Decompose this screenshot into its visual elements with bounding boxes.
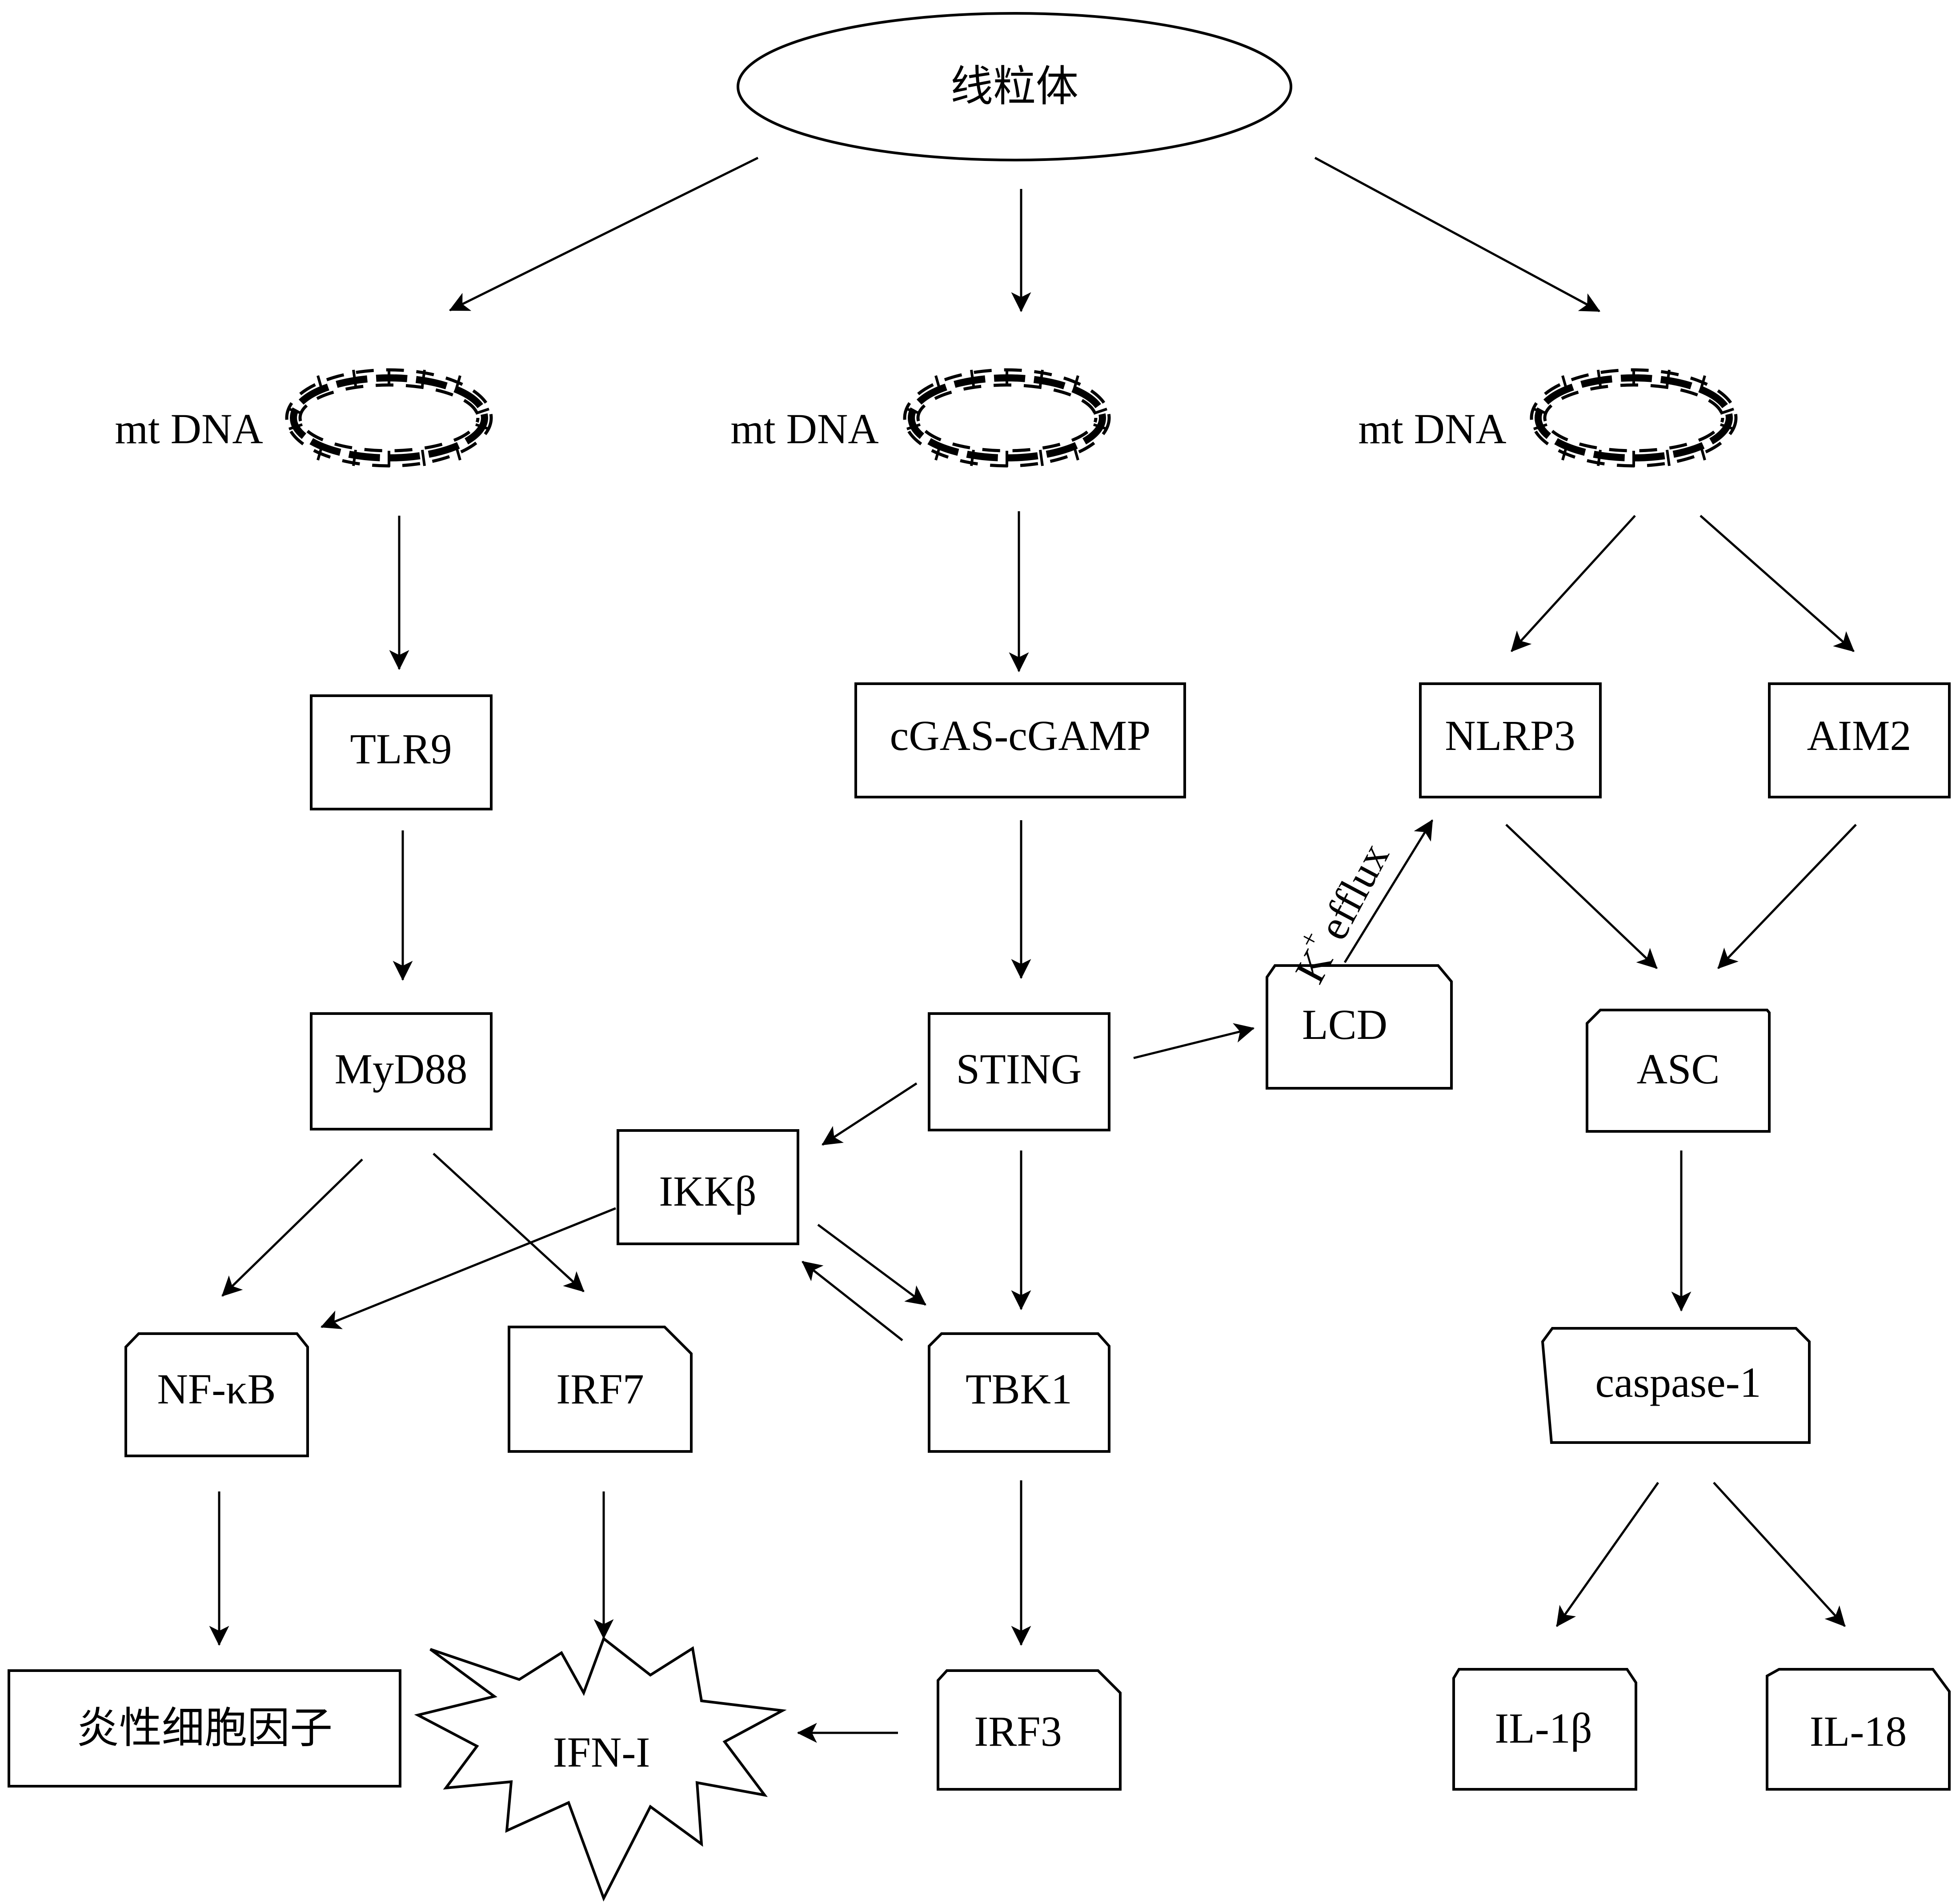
cgas-label: cGAS-cGAMP (890, 712, 1151, 759)
nfkb-node: NF-κB (124, 1332, 309, 1457)
dna-helix-icon (287, 369, 491, 467)
irf7-label: IRF7 (556, 1365, 644, 1413)
lcd-label: LCD (1302, 1001, 1387, 1048)
ikkb-node: IKKβ (617, 1129, 799, 1245)
aim2-label: AIM2 (1807, 712, 1912, 759)
il18-label: IL-18 (1810, 1708, 1907, 1755)
nfkb-label: NF-κB (157, 1365, 276, 1413)
edge-lcd-to-nlrp3-k-efflux (1343, 819, 1434, 963)
cytokines-node: 炎性细胞因子 (8, 1669, 401, 1788)
tlr9-label: TLR9 (350, 725, 452, 773)
mtdna-middle-node: mt DNA (730, 369, 1109, 467)
edge-aim2-to-asc (1717, 824, 1857, 969)
nodes: 线粒体 mt DNA mt DNA mt DNA TLR9 MyD88 NF-κ (8, 12, 1951, 1902)
irf3-label: IRF3 (974, 1708, 1062, 1755)
irf7-node: IRF7 (508, 1326, 693, 1453)
mtdna-left-node: mt DNA (115, 369, 491, 467)
caspase1-label: caspase-1 (1595, 1359, 1761, 1406)
edge-mtdna-to-nlrp3 (1511, 515, 1636, 652)
lcd-node: LCD (1266, 964, 1453, 1090)
dna-helix-icon (905, 369, 1109, 467)
asc-node: ASC (1586, 1009, 1771, 1133)
il1b-label: IL-1β (1495, 1704, 1592, 1752)
mtdna-middle-label: mt DNA (730, 405, 878, 453)
ifn-node: IFN-I (414, 1636, 787, 1902)
cytokines-label: 炎性细胞因子 (76, 1704, 333, 1752)
edge-mtdna-to-aim2 (1699, 515, 1855, 652)
nlrp3-node: NLRP3 (1419, 682, 1602, 798)
irf3-node: IRF3 (937, 1669, 1122, 1791)
ifn-label: IFN-I (553, 1728, 650, 1776)
il1b-node: IL-1β (1452, 1668, 1637, 1791)
myd88-label: MyD88 (335, 1045, 468, 1093)
tlr9-node: TLR9 (310, 694, 493, 810)
edge-ikkb-to-nfkb (320, 1207, 616, 1329)
edge-nlrp3-to-asc (1505, 824, 1658, 969)
sting-label: STING (956, 1045, 1082, 1093)
mitochondria-node: 线粒体 (737, 12, 1292, 161)
dna-helix-icon (1531, 369, 1736, 467)
edge-mito-to-mtdna-right (1314, 156, 1600, 313)
edges (209, 156, 1857, 1743)
mtdna-right-node: mt DNA (1358, 369, 1736, 467)
edge-myd88-to-irf7 (433, 1153, 585, 1292)
edge-caspase1-to-il18 (1713, 1482, 1846, 1627)
edge-myd88-to-nfkb (221, 1158, 363, 1297)
caspase1-node: caspase-1 (1541, 1327, 1811, 1444)
edge-caspase1-to-il1b (1555, 1482, 1659, 1627)
ikkb-label: IKKβ (659, 1167, 756, 1215)
sting-node: STING (928, 1012, 1110, 1131)
aim2-node: AIM2 (1768, 682, 1951, 798)
edge-ikkb-to-tbk1 (817, 1223, 926, 1306)
k-efflux-text: efflux (1309, 835, 1398, 947)
edge-tbk1-to-ikkb (802, 1261, 903, 1341)
il18-node: IL-18 (1766, 1668, 1951, 1791)
edge-sting-to-ikkb (822, 1082, 918, 1146)
asc-label: ASC (1637, 1045, 1720, 1093)
cgas-node: cGAS-cGAMP (854, 682, 1186, 798)
tbk1-node: TBK1 (928, 1332, 1110, 1453)
myd88-node: MyD88 (310, 1012, 493, 1130)
edge-sting-to-lcd (1133, 1023, 1255, 1059)
mitochondria-label: 线粒体 (950, 63, 1078, 110)
nlrp3-label: NLRP3 (1445, 712, 1575, 759)
tbk1-label: TBK1 (966, 1365, 1072, 1413)
mtdna-right-label: mt DNA (1358, 405, 1506, 453)
edge-mito-to-mtdna-left (449, 156, 759, 312)
mtdna-left-label: mt DNA (115, 405, 263, 453)
